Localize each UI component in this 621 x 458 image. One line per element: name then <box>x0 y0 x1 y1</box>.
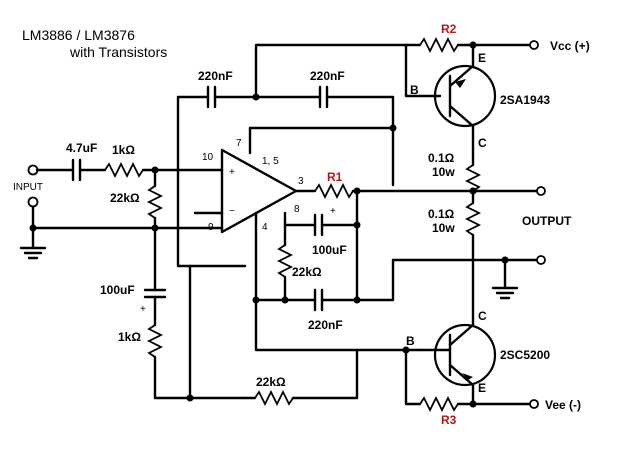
c-low-label: 220nF <box>308 318 343 332</box>
r1-label: R1 <box>327 170 343 184</box>
r-mid-label: 22kΩ <box>292 265 322 279</box>
output-terminal-top[interactable] <box>536 186 546 196</box>
c-fb-top-right-label: 220nF <box>310 69 345 83</box>
svg-text:+: + <box>229 167 235 178</box>
c-gnd-label: 100uF <box>100 283 135 297</box>
vcc-terminal[interactable] <box>529 40 539 50</box>
output-terminal-bottom[interactable] <box>536 255 546 265</box>
input-label: INPUT <box>13 182 43 193</box>
svg-text:3: 3 <box>298 176 304 187</box>
op-amp: + − 10 7 1, 5 3 8 9 4 <box>202 138 304 234</box>
r-fb-bottom-label: 22kΩ <box>256 375 286 389</box>
vcc-label: Vcc (+) <box>550 39 590 53</box>
q-bot-label: 2SC5200 <box>500 348 550 362</box>
c-mid-label: 100uF <box>312 243 347 257</box>
svg-text:7: 7 <box>236 138 242 149</box>
svg-text:B: B <box>410 83 419 97</box>
svg-text:C: C <box>478 309 487 323</box>
c-in-label: 4.7uF <box>66 141 97 155</box>
svg-text:C: C <box>478 136 487 150</box>
c-fb-top-left-label: 220nF <box>198 69 233 83</box>
svg-text:−: − <box>229 206 235 217</box>
re-bot-w-label: 10w <box>432 221 455 235</box>
title-line-1: LM3886 / LM3876 <box>22 27 135 43</box>
r-gnd-label: 1kΩ <box>118 330 141 344</box>
r-bias-label: 22kΩ <box>110 191 140 205</box>
vee-terminal[interactable] <box>529 399 539 409</box>
re-top-label: 0.1Ω <box>428 151 455 165</box>
input-terminal-bottom[interactable] <box>27 196 39 208</box>
top-transistor: R2 Vcc (+) B E C 2SA1943 <box>404 22 590 167</box>
svg-text:+: + <box>140 304 146 315</box>
svg-text:1, 5: 1, 5 <box>262 156 279 167</box>
re-top-w-label: 10w <box>432 165 455 179</box>
svg-text:8: 8 <box>294 204 300 215</box>
r3-label: R3 <box>441 413 457 427</box>
q-top-label: 2SA1943 <box>500 93 550 107</box>
re-bot-label: 0.1Ω <box>428 207 455 221</box>
svg-text:+: + <box>330 206 336 217</box>
svg-text:E: E <box>478 381 486 395</box>
svg-text:10: 10 <box>202 152 214 163</box>
svg-text:9: 9 <box>208 222 214 233</box>
svg-text:B: B <box>406 334 415 348</box>
input-section: INPUT 4.7uF 1kΩ 22kΩ 100uF + 1kΩ <box>13 141 247 402</box>
svg-text:4: 4 <box>262 222 268 233</box>
svg-text:E: E <box>478 51 486 65</box>
title-line-2: with Transistors <box>69 44 167 60</box>
bottom-transistor: B C E 2SC5200 R3 Vee (-) <box>402 309 581 427</box>
r2-label: R2 <box>441 22 457 36</box>
output-label: OUTPUT <box>522 214 572 228</box>
r-in-label: 1kΩ <box>112 143 135 157</box>
vee-label: Vee (-) <box>545 398 581 412</box>
